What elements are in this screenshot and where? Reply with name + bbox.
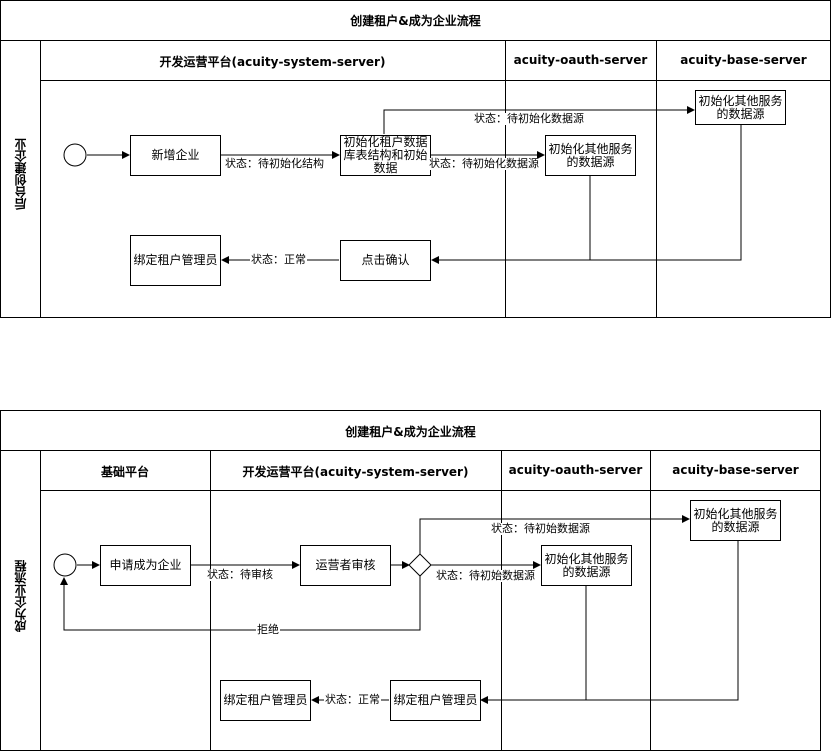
lane-1-oauth-header: acuity-oauth-server xyxy=(513,53,648,67)
d1-node-init-tenant-db[interactable]: 初始化租户数据库表结构和初始数据 xyxy=(340,135,431,176)
lane-1-system-header: 开发运营平台(acuity-system-server) xyxy=(159,55,386,69)
lane-1-divider-oauth xyxy=(505,40,506,318)
lane-2-divider-oauth xyxy=(501,450,502,751)
d1-node-bind-admin[interactable]: 绑定租户管理员 xyxy=(130,235,221,286)
d2-node-init-base-ds[interactable]: 初始化其他服务的数据源 xyxy=(690,500,781,541)
d2-edge-base-bind xyxy=(480,541,739,704)
pool-1-title-bar xyxy=(0,0,831,41)
d2-node-init-oauth-ds[interactable]: 初始化其他服务的数据源 xyxy=(541,545,632,586)
d2-edge-reject xyxy=(60,576,421,631)
lane-2-oauth-header: acuity-oauth-server xyxy=(508,463,643,477)
lane-2-system-header: 开发运营平台(acuity-system-server) xyxy=(242,465,469,479)
d2-node-apply[interactable]: 申请成为企业 xyxy=(100,545,191,586)
d2-node-bind-admin[interactable]: 绑定租户管理员 xyxy=(220,680,311,721)
d2-edge-gateway-base xyxy=(419,515,690,554)
d2-node-bind-admin-action[interactable]: 绑定租户管理员 xyxy=(390,680,481,721)
d1-label-init-structure: 状态：待初始化结构 xyxy=(224,157,325,170)
d2-start-event xyxy=(53,553,77,577)
d1-label-normal: 状态：正常 xyxy=(250,253,307,266)
lane-2-divider-system xyxy=(210,450,211,751)
d1-edge-base-confirm xyxy=(431,125,742,264)
d2-label-pending-review: 状态：待审核 xyxy=(206,568,274,581)
d1-edge-init-base xyxy=(383,106,695,134)
pool-1-label-column xyxy=(0,40,41,318)
d1-label-init-ds-top: 状态：待初始化数据源 xyxy=(473,112,585,125)
d2-node-review[interactable]: 运营者审核 xyxy=(300,545,391,586)
d2-label-reject: 拒绝 xyxy=(256,623,280,636)
lane-1-header-row xyxy=(40,40,831,81)
lane-2-base-header: acuity-base-server xyxy=(672,463,799,477)
lane-1-divider-base xyxy=(656,40,657,318)
d2-gateway xyxy=(408,553,432,577)
d1-label-init-ds-mid: 状态：待初始化数据源 xyxy=(428,157,540,170)
lane-2-header-row xyxy=(40,450,821,491)
d1-node-init-base-ds[interactable]: 初始化其他服务的数据源 xyxy=(695,90,786,125)
lane-2-basic-header: 基础平台 xyxy=(100,465,149,479)
d2-label-normal: 状态：正常 xyxy=(324,693,381,706)
lane-2-divider-base xyxy=(650,450,651,751)
d1-start-event xyxy=(63,143,87,167)
pool-1-title: 创建租户&成为企业流程 xyxy=(350,14,481,28)
d1-node-init-oauth-ds[interactable]: 初始化其他服务的数据源 xyxy=(545,135,636,176)
d2-label-init-ds-top: 状态：待初始数据源 xyxy=(490,522,591,535)
d2-label-init-ds-mid: 状态：待初始数据源 xyxy=(435,569,536,582)
d1-node-add-company[interactable]: 新增企业 xyxy=(130,135,221,176)
pool-2-label-column xyxy=(0,450,41,751)
d1-node-confirm[interactable]: 点击确认 xyxy=(340,240,431,281)
pool-2-title: 创建租户&成为企业流程 xyxy=(345,425,476,439)
lane-1-base-header: acuity-base-server xyxy=(680,53,807,67)
